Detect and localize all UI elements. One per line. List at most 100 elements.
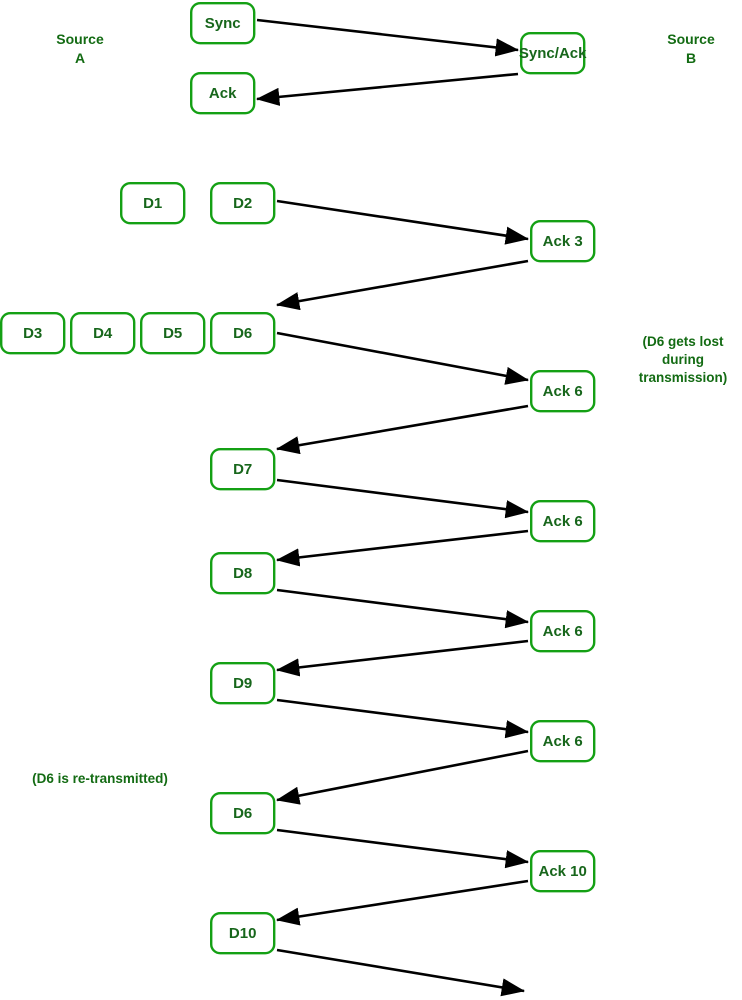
packet-box-label: Ack 3	[543, 233, 583, 250]
packet-box[interactable]: D4	[69, 312, 136, 355]
arrow-right-icon	[276, 478, 530, 519]
packet-box-label: Ack 10	[539, 863, 587, 880]
packet-box-outline	[530, 720, 596, 763]
message-arrow	[275, 639, 529, 677]
packet-box[interactable]: D5	[139, 312, 206, 355]
packet-box[interactable]: Ack 3	[530, 219, 596, 263]
message-arrow	[275, 259, 529, 311]
arrow-right-icon	[256, 18, 520, 57]
packet-box[interactable]: D2	[209, 181, 276, 225]
packet-box[interactable]: Sync	[189, 2, 256, 45]
packet-box-label: D3	[23, 325, 42, 342]
arrow-right-icon	[276, 828, 530, 869]
packet-box[interactable]: D9	[209, 662, 276, 705]
message-arrow	[275, 404, 529, 455]
annotation-notes-layer: (D6 gets lost during transmission) (D6 is r…	[32, 334, 727, 786]
packet-box-outline	[530, 370, 596, 413]
packet-box-label: D4	[93, 325, 113, 342]
packet-box[interactable]: D7	[209, 448, 276, 491]
arrow-left-icon	[275, 639, 529, 677]
packet-box-outline	[209, 662, 276, 705]
packet-box[interactable]: D6	[209, 312, 276, 355]
annotation-line: during	[662, 352, 704, 367]
arrow-right-icon	[276, 331, 530, 385]
packet-box[interactable]: Ack 6	[530, 720, 596, 763]
packet-box-label: D1	[143, 195, 162, 212]
message-arrow	[276, 948, 526, 997]
annotation-note-retransmit: (D6 is re-transmitted)	[32, 771, 168, 786]
packet-box-label: Sync	[205, 15, 241, 32]
packet-box[interactable]: Ack 6	[530, 370, 596, 413]
packet-box-label: D5	[163, 325, 182, 342]
arrow-left-icon	[275, 404, 529, 455]
endpoint-label-line1: Source	[667, 31, 715, 47]
arrow-left-icon	[275, 529, 529, 567]
message-arrow	[275, 749, 529, 805]
packet-box-outline	[520, 32, 586, 75]
message-arrow	[256, 18, 520, 57]
message-arrow	[275, 879, 529, 926]
message-arrow	[276, 331, 530, 385]
arrow-left-icon	[255, 72, 519, 106]
packet-box[interactable]: Sync/Ack	[519, 32, 587, 75]
annotation-line: (D6 is re-transmitted)	[32, 771, 168, 786]
packet-box-outline	[139, 312, 206, 355]
packet-box[interactable]: Ack 6	[530, 500, 596, 543]
arrow-right-icon	[276, 199, 530, 245]
packet-box-outline	[0, 312, 66, 355]
packet-box-label: Sync/Ack	[519, 45, 587, 62]
message-arrow	[276, 588, 530, 629]
arrow-right-icon	[276, 588, 530, 629]
packet-box-label: Ack	[209, 85, 237, 102]
arrow-right-icon	[276, 698, 530, 739]
arrows-layer	[255, 18, 530, 997]
packet-box-outline	[209, 181, 276, 225]
packet-box-outline	[209, 792, 276, 835]
packet-box-label: D6	[233, 805, 252, 822]
packet-box-outline	[530, 610, 596, 653]
packet-box-label: D2	[233, 195, 252, 212]
annotation-note-lost: (D6 gets lost during transmission)	[639, 334, 728, 385]
packet-box-outline	[209, 448, 276, 491]
message-arrow	[275, 529, 529, 567]
packet-box-outline	[530, 500, 596, 543]
packet-box-outline	[189, 71, 256, 115]
packet-box-outline	[209, 552, 276, 595]
arrow-left-icon	[275, 259, 529, 311]
packet-box-outline	[69, 312, 136, 355]
endpoint-label-line2: A	[75, 50, 85, 66]
packet-box[interactable]: D3	[0, 312, 66, 355]
packet-box[interactable]: D6	[209, 792, 276, 835]
message-arrow	[276, 828, 530, 869]
packet-box-outline	[209, 912, 276, 955]
annotation-line: transmission)	[639, 370, 728, 385]
packet-box-outline	[530, 850, 596, 893]
annotation-line: (D6 gets lost	[642, 334, 724, 349]
packet-box-label: Ack 6	[543, 513, 583, 530]
message-arrow	[276, 199, 530, 245]
packet-box[interactable]: D1	[119, 181, 186, 225]
arrow-left-icon	[275, 879, 529, 926]
packet-box[interactable]: Ack 6	[530, 610, 596, 653]
packet-box-label: D9	[233, 675, 252, 692]
packet-box-label: D7	[233, 461, 252, 478]
packet-box[interactable]: Ack 10	[530, 850, 596, 893]
packet-box[interactable]: D10	[209, 912, 276, 955]
message-arrow	[276, 698, 530, 739]
packet-box-outline	[189, 2, 256, 45]
arrow-right-icon	[276, 948, 526, 997]
packet-box-outline	[119, 181, 186, 225]
packet-box-label: Ack 6	[543, 733, 583, 750]
endpoint-label-line1: Source	[56, 31, 104, 47]
packet-box-label: D10	[229, 925, 257, 942]
packet-box[interactable]: Ack	[189, 71, 256, 115]
packet-box[interactable]: D8	[209, 552, 276, 595]
arrow-left-icon	[275, 749, 529, 805]
packet-box-label: Ack 6	[543, 623, 583, 640]
packet-box-label: D6	[233, 325, 252, 342]
